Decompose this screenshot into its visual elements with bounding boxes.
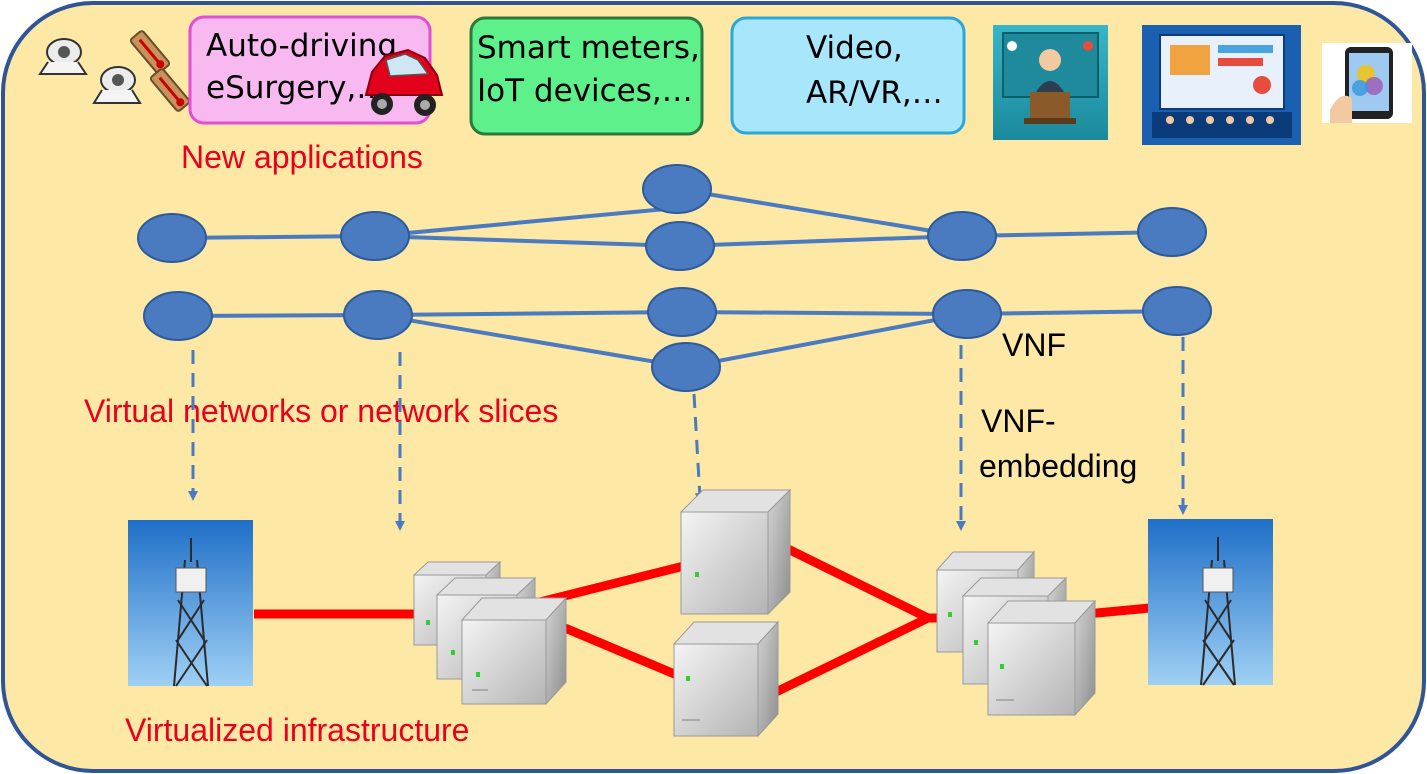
online-classroom-icon	[1142, 25, 1301, 145]
smart-meters-text: Smart meters,	[477, 30, 700, 66]
auto-driving-text: Auto-driving	[206, 28, 397, 64]
vnode	[651, 342, 721, 392]
virtual-networks-label: Virtual networks or network slices	[84, 393, 558, 429]
cell-tower-icon	[128, 520, 253, 687]
vnf-embedding-label-line1: VNF-	[981, 403, 1056, 439]
cell-tower-icon	[1148, 519, 1273, 686]
smart-meters-box	[469, 16, 704, 136]
vnf-label: VNF	[1002, 327, 1066, 363]
vnode	[645, 221, 715, 271]
virtual-links	[171, 187, 1178, 369]
virtualized-infrastructure-label: Virtualized infrastructure	[125, 712, 469, 748]
video-text: Video,	[806, 30, 903, 66]
video-box	[730, 16, 966, 135]
iot-devices-text: IoT devices,…	[477, 73, 693, 109]
arvr-text: AR/VR,…	[806, 75, 943, 111]
vnode	[927, 211, 997, 261]
vnode	[137, 213, 207, 263]
embedding-arrows	[188, 337, 1188, 531]
webcam-icon	[38, 38, 142, 104]
server-cluster-right	[935, 550, 1097, 717]
server-icon	[672, 620, 780, 738]
vnode	[932, 289, 1002, 339]
server-icon	[460, 596, 568, 706]
server-icon	[679, 488, 792, 616]
new-applications-label: New applications	[181, 139, 423, 175]
vnode	[143, 291, 213, 341]
vnode	[642, 164, 712, 214]
vnode	[343, 290, 413, 340]
virtual-network-nodes	[137, 164, 1212, 392]
vnode	[1142, 286, 1212, 336]
smartphone-icon	[1322, 43, 1412, 123]
server-cluster-left	[412, 560, 568, 706]
vnf-embedding-label-line2: embedding	[979, 448, 1137, 484]
vnode	[340, 211, 410, 261]
car-icon	[364, 48, 444, 116]
conference-speaker-icon	[993, 25, 1108, 140]
vnode	[647, 287, 717, 337]
vnode	[1137, 207, 1207, 257]
server-icon	[986, 599, 1097, 717]
thermometer-icon	[129, 30, 191, 112]
esurgery-text: eSurgery,…	[206, 70, 387, 106]
